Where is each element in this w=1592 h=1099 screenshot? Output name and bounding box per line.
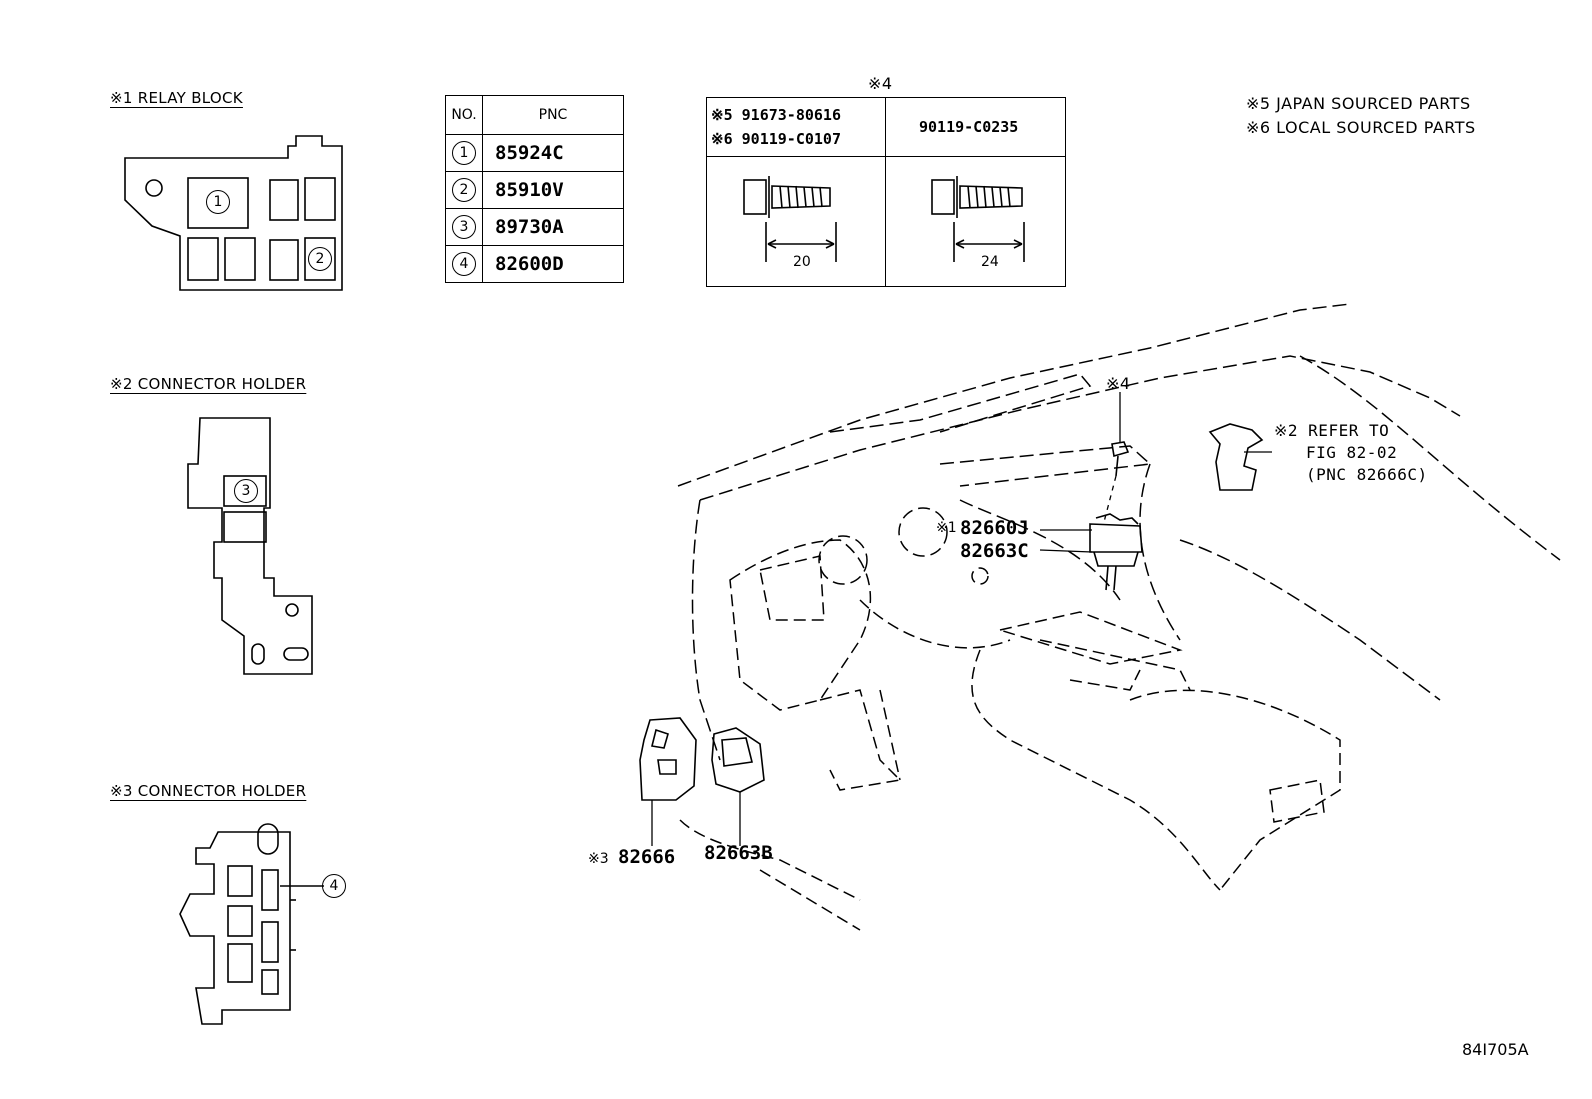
pnc-table-row: 4 82600D <box>445 245 624 283</box>
callout-relay-prefix: ※1 <box>936 520 957 536</box>
callout-relay-part-2: 82663C <box>960 540 1029 562</box>
relay-part-drawing <box>1089 523 1143 553</box>
row-number-icon: 1 <box>452 141 476 165</box>
relay-block-title: ※1 RELAY BLOCK <box>110 89 243 107</box>
note-japan-sourced: ※5 JAPAN SOURCED PARTS <box>1246 94 1471 113</box>
pnc-value: 85910V <box>482 171 624 209</box>
callout-refer-line3: (PNC 82666C) <box>1306 465 1428 484</box>
pnc-table-row: 1 85924C <box>445 134 624 172</box>
pnc-value: 82600D <box>482 245 624 283</box>
bolt-left-length: 20 <box>793 254 811 270</box>
pnc-value: 89730A <box>482 208 624 246</box>
note-local-sourced: ※6 LOCAL SOURCED PARTS <box>1246 118 1476 137</box>
refer-part-drawing <box>1208 423 1264 491</box>
connector-holder-3-title: ※3 CONNECTOR HOLDER <box>110 782 307 800</box>
marker-2-icon: 2 <box>308 247 332 271</box>
bolt-table: ※5 91673-80616 ※6 90119-C0107 90119-C023… <box>706 97 1066 287</box>
pnc-table: NO. PNC 1 85924C 2 85910V 3 89730A 4 826… <box>445 95 624 283</box>
bolt-part-right: 90119-C0235 <box>919 118 1019 136</box>
callout-holder-part-2: 82663B <box>704 842 773 864</box>
pnc-value: 85924C <box>482 134 624 172</box>
callout-bolt-ref: ※4 <box>1106 374 1131 393</box>
pnc-table-header-no: NO. <box>445 95 483 135</box>
bolt-left-drawing <box>743 176 837 262</box>
bolt-right-length: 24 <box>981 254 999 270</box>
row-number-icon: 3 <box>452 215 476 239</box>
row-number-icon: 4 <box>452 252 476 276</box>
holder-part2-drawing <box>711 727 765 793</box>
callout-holder-prefix: ※3 <box>588 851 609 867</box>
connector-holder-2-outline <box>187 417 313 675</box>
bolt-right-drawing <box>931 176 1025 262</box>
pnc-table-row: 2 85910V <box>445 171 624 209</box>
marker-3-icon: 3 <box>234 479 258 503</box>
marker-4-icon: 4 <box>322 874 346 898</box>
connector-holder-2-title: ※2 CONNECTOR HOLDER <box>110 375 307 393</box>
pnc-table-header-pnc: PNC <box>482 95 624 135</box>
callout-relay-part: 82660J <box>960 517 1029 539</box>
callout-holder-part: 82666 <box>618 846 676 868</box>
callout-refer-line2: FIG 82-02 <box>1306 443 1398 462</box>
figure-id: 84I705A <box>1462 1040 1529 1059</box>
row-number-icon: 2 <box>452 178 476 202</box>
holder-part-drawing <box>639 717 697 801</box>
callout-refer-line1: ※2 REFER TO <box>1274 421 1390 440</box>
bolt-table-marker: ※4 <box>868 74 893 93</box>
bolt-table-header-rule <box>707 156 1065 157</box>
bolt-part-japan: ※5 91673-80616 <box>711 106 841 124</box>
connector-holder-3-outline <box>179 831 291 1025</box>
relay-block-outline <box>124 135 343 291</box>
marker-1-icon: 1 <box>206 190 230 214</box>
bolt-part-local: ※6 90119-C0107 <box>711 130 841 148</box>
bolt-table-divider <box>885 98 886 286</box>
pnc-table-row: 3 89730A <box>445 208 624 246</box>
dashboard-outline <box>677 303 1561 761</box>
